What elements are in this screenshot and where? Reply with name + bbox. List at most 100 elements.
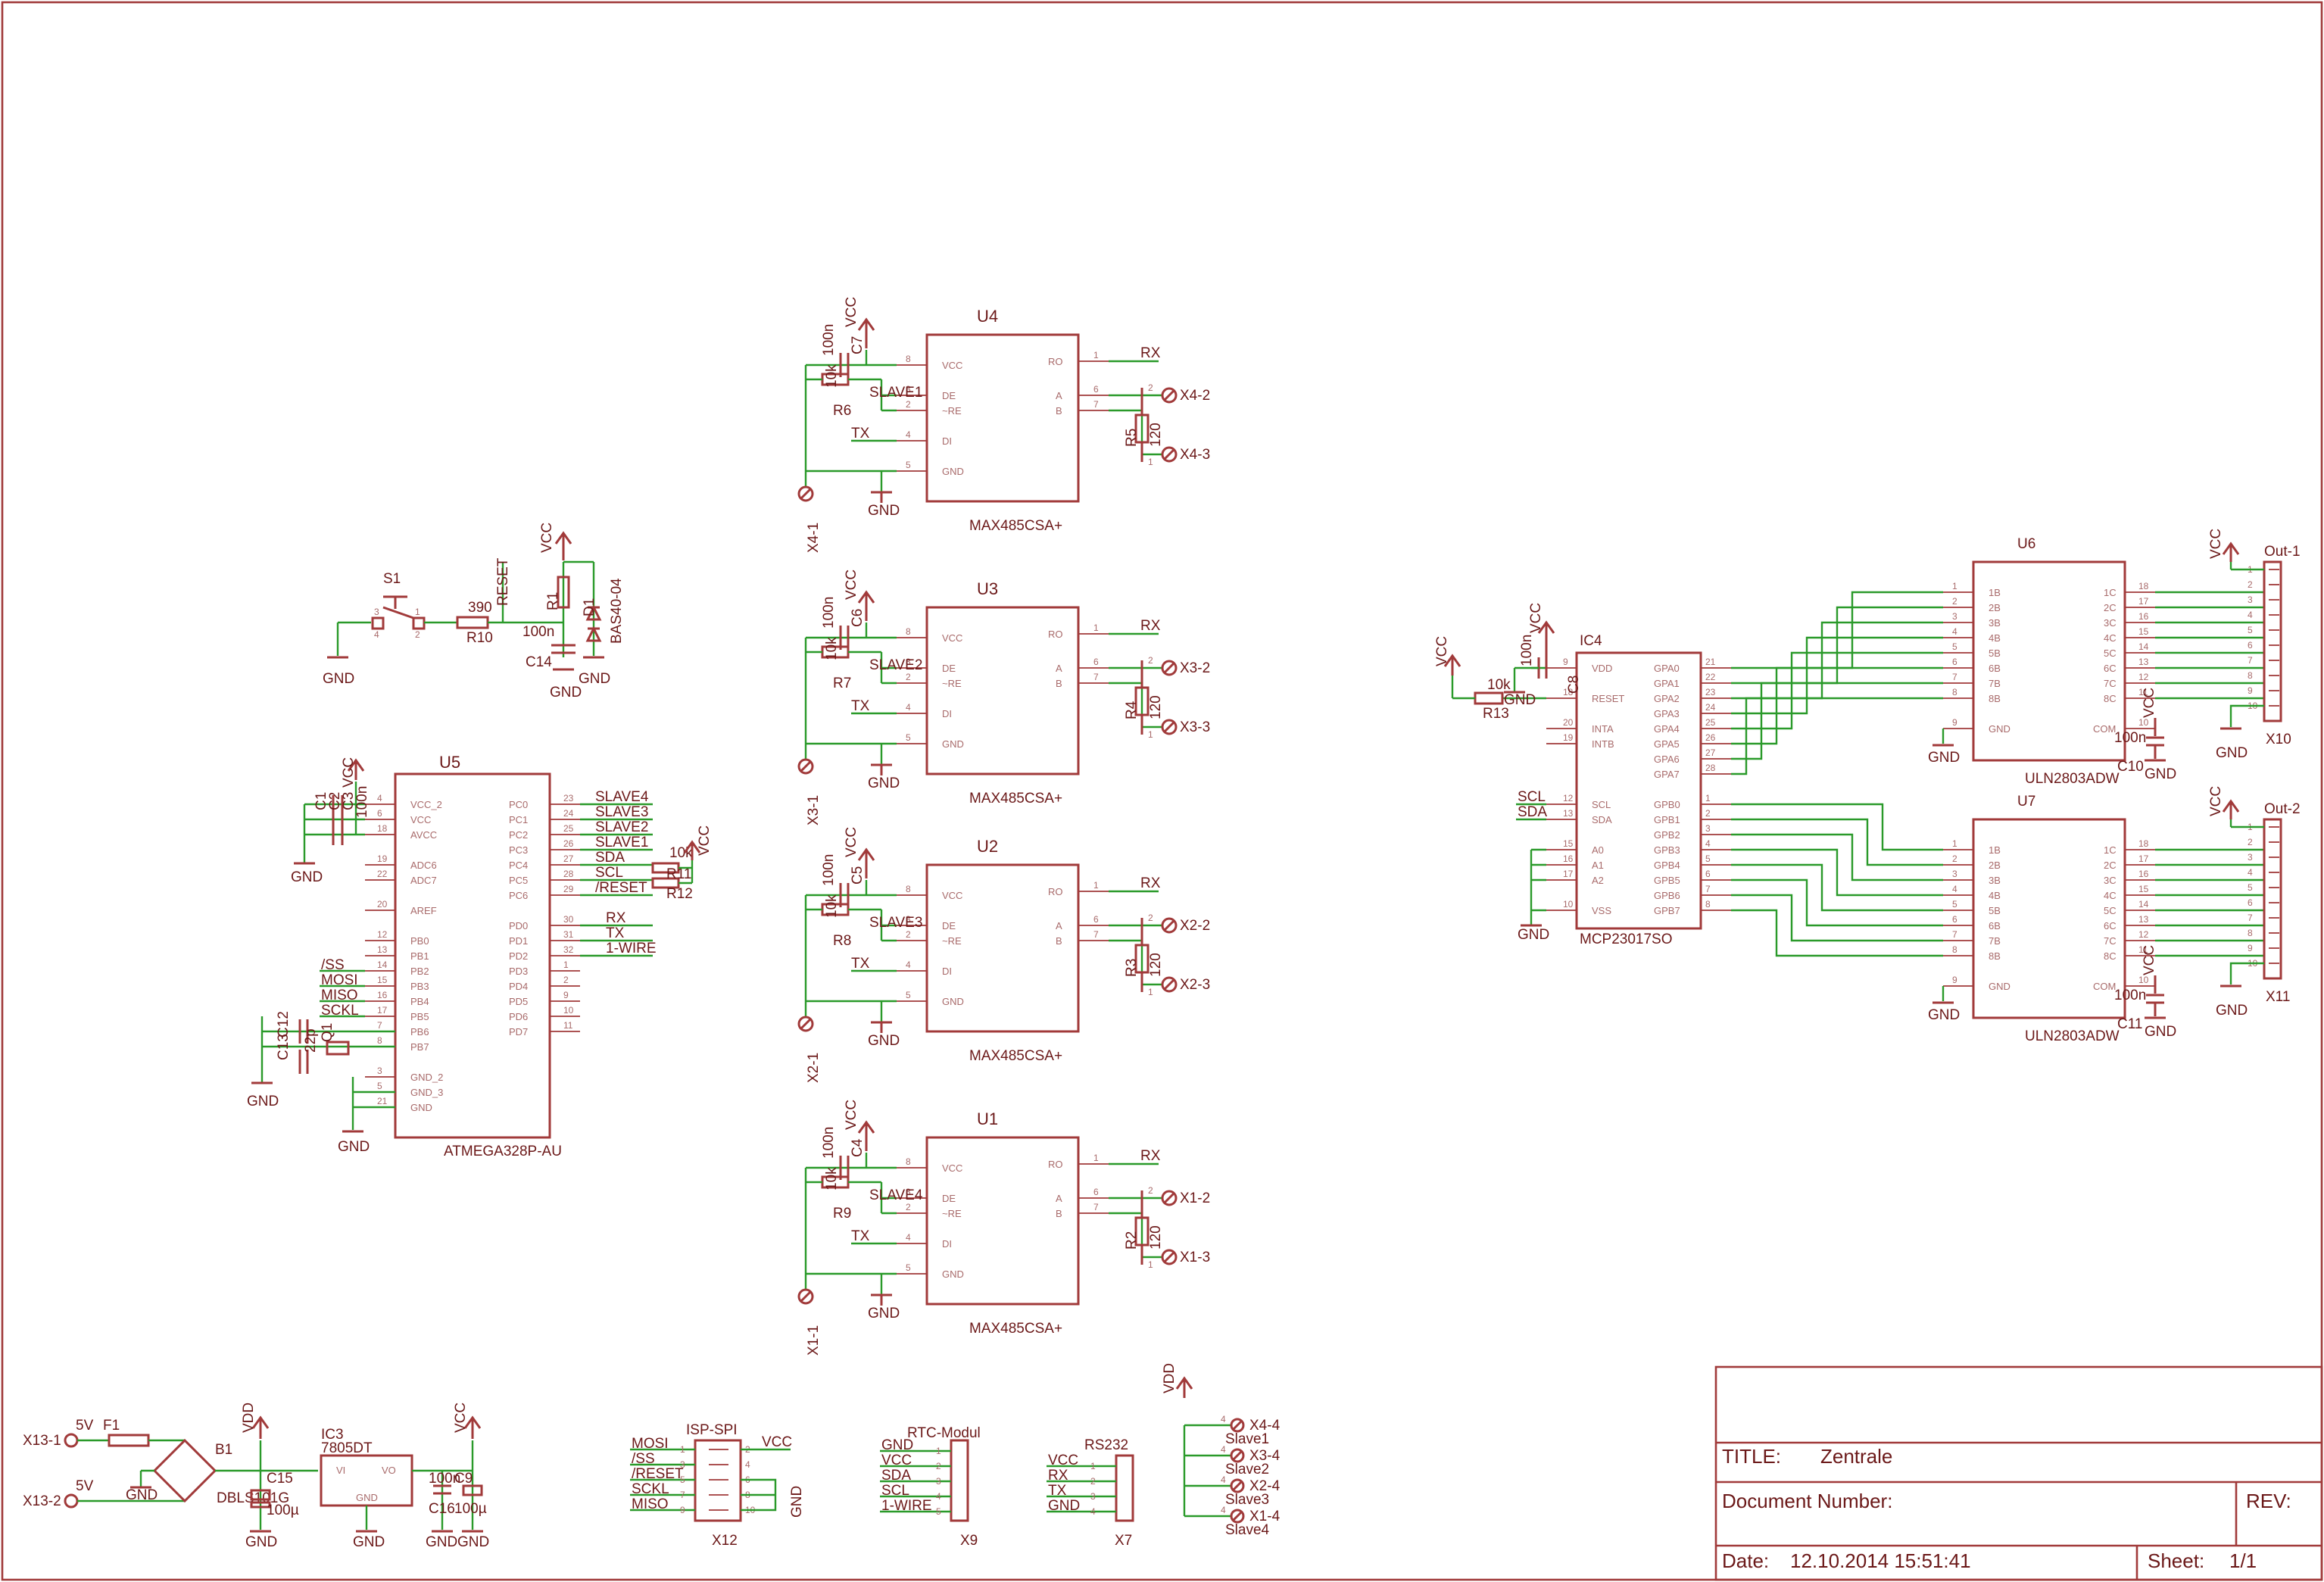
mcu-gnd-3: GND: [338, 1139, 370, 1155]
pin-num-di: 4: [906, 1232, 911, 1243]
gnd-terminal: X1-1: [806, 1325, 822, 1356]
rx-net-label: RX: [1140, 618, 1161, 634]
d1-label: D1: [582, 598, 597, 616]
out-connector-pin-number: 7: [2248, 913, 2253, 923]
mcu-net-label: RX: [606, 910, 626, 926]
uln-pin-number: 8: [1952, 944, 1957, 955]
termination-resistor-label: R2: [1124, 1231, 1140, 1250]
pin-num-ro: 1: [1093, 1153, 1099, 1163]
uln-input-wire: [1731, 833, 1943, 881]
x13-1-voltage: 5V: [76, 1418, 94, 1434]
rs485-transceiver-u3: VCC DE ~RE DI GND RO A B 8 3 2 4 5 1 6 7…: [797, 569, 1210, 825]
mcu-pin-name: PD1: [509, 935, 528, 947]
xtal-cap-c12: C12: [276, 1011, 292, 1038]
uln-pin-name: 1B: [1989, 844, 2001, 856]
r13-value: 10k: [1487, 677, 1511, 693]
reset-gnd-2: GND: [550, 685, 582, 701]
uln-pin-number: 13: [2138, 914, 2149, 925]
isp-left-pin: 9: [680, 1505, 685, 1515]
pin-ro: RO: [1048, 1159, 1063, 1170]
mcu-pin-number: 10: [563, 1005, 574, 1016]
xtal-label: Q1: [320, 1023, 335, 1042]
pin-num-re: 2: [906, 929, 911, 940]
term-pin-2: 2: [1148, 655, 1153, 666]
mcu-pin-name: PC4: [509, 860, 528, 871]
slave-net-label: SLAVE4: [869, 1187, 923, 1203]
c14-value: 100n: [523, 624, 554, 640]
mcu-pin-number: 26: [563, 838, 574, 849]
pin-num-ro: 1: [1093, 880, 1099, 891]
pin-gnd: GND: [942, 996, 964, 1007]
mcu-pin-number: 31: [563, 929, 574, 940]
pin-num-di: 4: [906, 702, 911, 713]
out-connector-body: [2263, 818, 2282, 980]
revision-label: REV:: [2246, 1490, 2291, 1512]
rx-net-label: RX: [1140, 345, 1161, 361]
out-connector-pin-number: 5: [2248, 625, 2253, 635]
uln-pin-number: 16: [2138, 611, 2149, 622]
out-connector-pin-number: 3: [2248, 594, 2253, 605]
slave-terminal-slash: [1231, 1480, 1243, 1492]
rs232-pin: 4: [1090, 1506, 1096, 1517]
mcu-pin-name: ADC6: [410, 860, 437, 871]
document-number-label: Document Number:: [1722, 1490, 1892, 1512]
transceiver-name: U4: [977, 307, 998, 326]
tx-net-label: TX: [851, 956, 870, 972]
out-vcc-arrow-head: [2222, 799, 2240, 813]
sw-pin-4: 4: [374, 629, 379, 640]
uln-pin-name: 6C: [2104, 663, 2117, 674]
slave-terminal-name: X2-4: [1249, 1478, 1281, 1494]
slave-vdd-arrow-head: [1175, 1376, 1193, 1390]
uln-pin-name: 5C: [2104, 647, 2117, 659]
isp-right-pin: 4: [745, 1459, 750, 1470]
rtc-net: VCC: [881, 1453, 912, 1468]
uln-pin-number: 18: [2138, 581, 2149, 591]
decoupling-cap-label: C5: [850, 866, 866, 885]
uln-pin-name: 2C: [2104, 860, 2117, 871]
mcu-name: U5: [439, 753, 460, 772]
uln-input-wire: [1731, 894, 1943, 942]
mcu-pin-name: PC5: [509, 875, 528, 886]
pin-ro: RO: [1048, 629, 1063, 640]
out-vcc-label: VCC: [2208, 786, 2224, 816]
expander-pin-number: 6: [1705, 869, 1711, 879]
bus-b-terminal: X1-3: [1180, 1250, 1210, 1265]
mcu-pin-number: 15: [377, 975, 388, 985]
slave-terminal: [1230, 1478, 1245, 1493]
expander-pin-name: GPB2: [1654, 829, 1680, 841]
mcu-pin-number: 1: [563, 959, 569, 970]
isp-label: ISP-SPI: [686, 1422, 738, 1438]
mcu-pin-number: 14: [377, 959, 388, 970]
reset-net: RESET: [495, 557, 511, 606]
pin-num-vcc: 8: [906, 884, 911, 894]
uln-input-wire: [1731, 606, 1943, 685]
mcu-spi-label: SCKL: [321, 1003, 359, 1019]
rtc-pin: 2: [936, 1461, 941, 1471]
mcu-pin-number: 8: [377, 1035, 382, 1046]
decoupling-cap-value: 100n: [821, 324, 837, 356]
pin-num-gnd: 5: [906, 732, 911, 743]
mcu-pin-name: PB2: [410, 966, 429, 977]
mcu-right-pins: 23PC024PC125PC226PC327PC428PC529PC630PD0…: [509, 793, 580, 1038]
mcu-spi-label: MOSI: [321, 972, 358, 988]
pin-num-b: 7: [1093, 929, 1099, 940]
de-resistor-value: 10k: [824, 637, 840, 660]
pin-de: DE: [942, 390, 956, 401]
pin-num-gnd: 5: [906, 990, 911, 1000]
pin-de: DE: [942, 920, 956, 931]
uln-pin-number: 11: [2138, 944, 2148, 955]
uln-input-wire: [1731, 863, 1943, 912]
expander-pin-number: 9: [1563, 657, 1568, 667]
pin-di: DI: [942, 966, 952, 977]
mcu-pin-number: 18: [377, 823, 388, 834]
pin-num-a: 6: [1093, 1187, 1099, 1197]
uln-name: U7: [2017, 794, 2035, 810]
slave-terminal: [1230, 1509, 1245, 1524]
pin-num-vcc: 8: [906, 354, 911, 364]
mcu-pin-name: PB7: [410, 1041, 429, 1053]
mcu-pin-name: PB5: [410, 1011, 429, 1022]
termination-resistor-value: 120: [1148, 423, 1164, 447]
